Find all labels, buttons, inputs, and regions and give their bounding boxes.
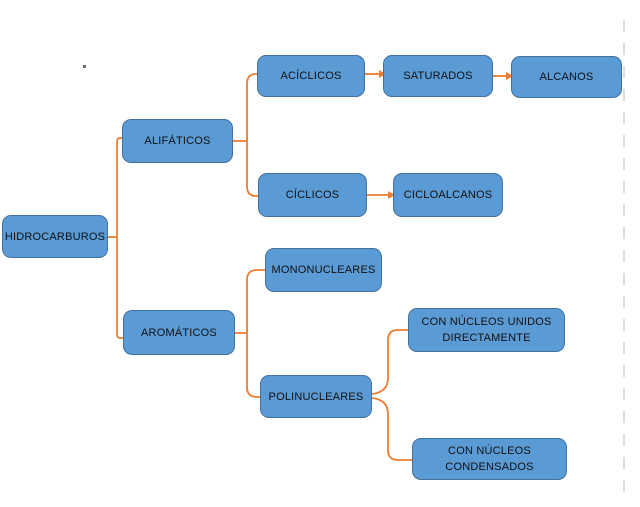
stray-dot-mark — [83, 65, 86, 68]
node-mononucleares[interactable]: MONONUCLEARES — [265, 248, 382, 292]
node-aromaticos[interactable]: AROMÁTICOS — [123, 310, 235, 355]
connector-alifaticos-bracket — [246, 73, 258, 197]
node-label: CON NÚCLEOS UNIDOS DIRECTAMENTE — [421, 316, 552, 344]
node-con-nucleos-condensados[interactable]: CON NÚCLEOS CONDENSADOS — [412, 438, 567, 480]
node-con-nucleos-unidos-directamente[interactable]: CON NÚCLEOS UNIDOS DIRECTAMENTE — [408, 308, 565, 352]
node-label: CÍCLICOS — [285, 189, 340, 201]
node-label: SATURADOS — [403, 70, 473, 82]
node-alcanos[interactable]: ALCANOS — [511, 56, 622, 98]
node-label: HIDROCARBUROS — [4, 230, 106, 243]
node-saturados[interactable]: SATURADOS — [383, 55, 493, 97]
node-ciclicos[interactable]: CÍCLICOS — [258, 173, 367, 217]
node-cicloalcanos[interactable]: CICLOALCANOS — [393, 173, 503, 217]
node-label: AROMÁTICOS — [141, 326, 217, 339]
connector-polinucleares-lower — [371, 397, 412, 461]
connector-polinucleares-upper — [371, 329, 408, 395]
node-label: ALCANOS — [539, 71, 594, 83]
node-label: ACÍCLICOS — [280, 70, 342, 82]
node-label: POLINUCLEARES — [268, 390, 364, 403]
node-polinucleares[interactable]: POLINUCLEARES — [260, 375, 372, 418]
node-label: ALIFÁTICOS — [144, 135, 211, 147]
node-aciclicos[interactable]: ACÍCLICOS — [257, 55, 365, 97]
node-label: CICLOALCANOS — [403, 189, 493, 201]
connector-hidrocarburos-bracket — [116, 137, 123, 339]
node-label: MONONUCLEARES — [271, 264, 376, 276]
node-alifaticos[interactable]: ALIFÁTICOS — [122, 119, 233, 163]
node-label: CON NÚCLEOS CONDENSADOS — [445, 445, 534, 473]
node-hidrocarburos[interactable]: HIDROCARBUROS — [2, 215, 108, 258]
